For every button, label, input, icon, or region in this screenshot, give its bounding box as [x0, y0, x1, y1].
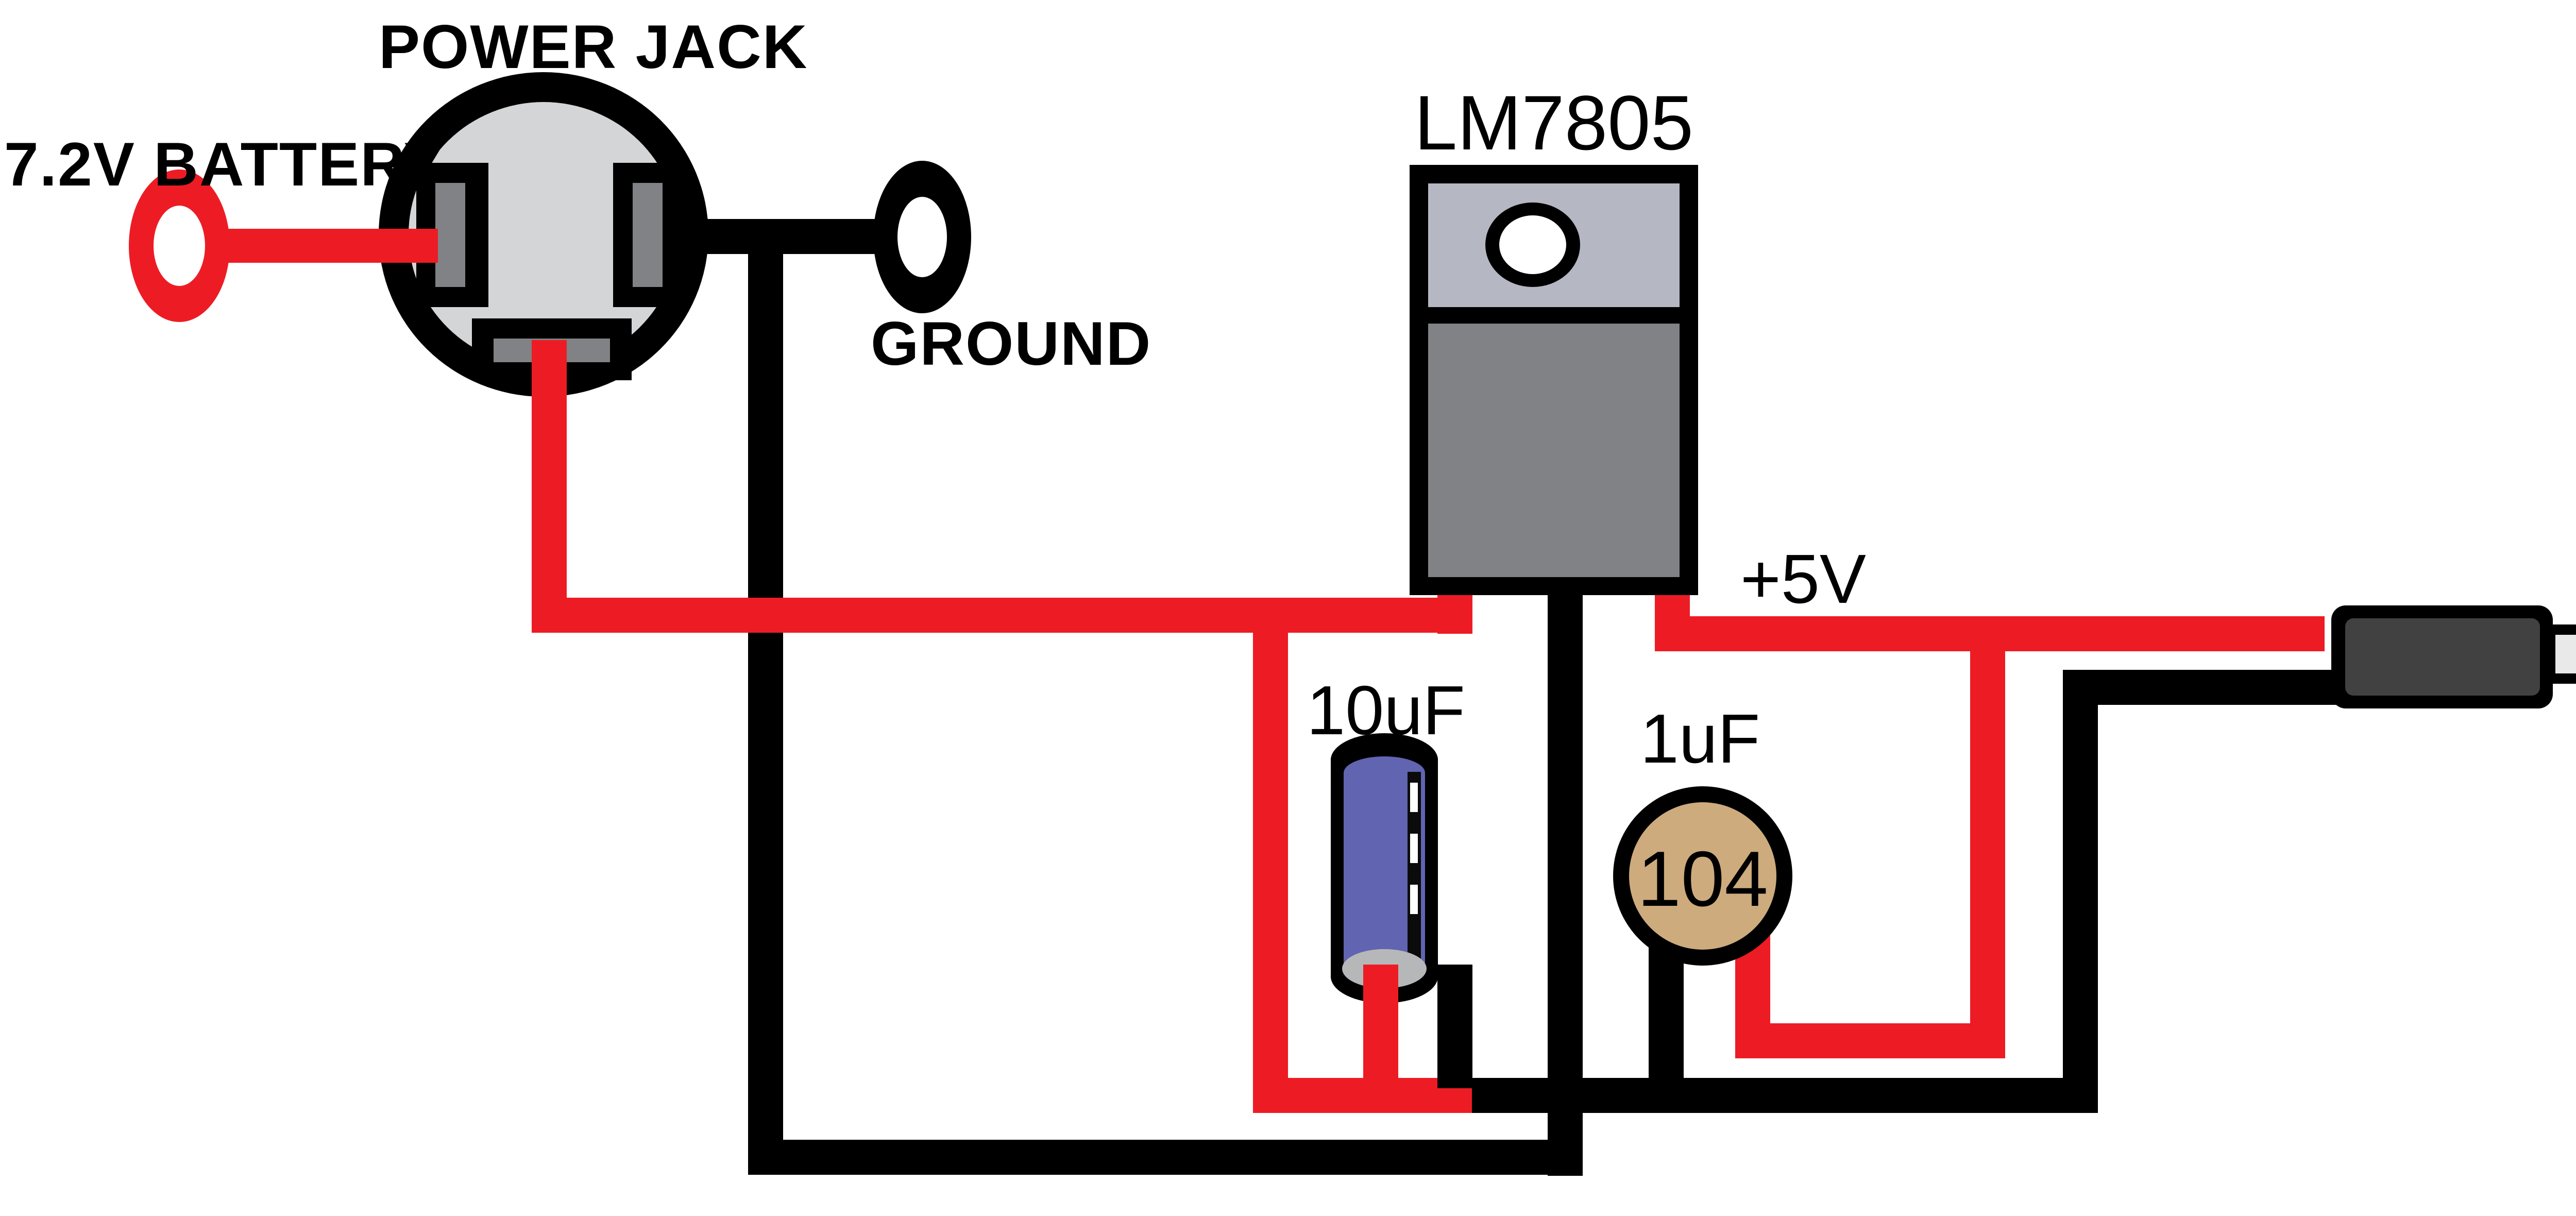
label-lm7805: LM7805 — [1414, 79, 1693, 166]
label-10uf: 10uF — [1307, 671, 1465, 749]
ground-ring-terminal[interactable] — [873, 161, 971, 313]
power-jack-component[interactable] — [379, 72, 708, 397]
power-jack-tab-right-insert — [633, 183, 663, 287]
wire-out5v-branch-down — [1970, 616, 2005, 1058]
wire-ground-bottom-bus — [748, 1140, 1583, 1175]
cap10uf-body-top — [1344, 756, 1425, 789]
wire-ground-mid-rail — [1386, 1078, 2097, 1113]
cap10uf-stripe-dash-2 — [1410, 834, 1418, 863]
wire-vin-branch-bottom — [1253, 1078, 1472, 1113]
wire-vin-branch-down — [1253, 598, 1288, 1113]
output-plug-pin — [2555, 635, 2576, 673]
label-battery: 7.2V BATTERY — [4, 130, 446, 199]
output-plug-component[interactable] — [2331, 605, 2576, 708]
wire-out5v-branch-bottom — [1735, 1023, 2005, 1058]
wire-ground-right-riser — [2063, 670, 2098, 1113]
cap10uf-lead-positive-overlay — [1363, 965, 1398, 1088]
cap1uf-code-text: 104 — [1637, 835, 1768, 923]
wire-layer-ground — [659, 219, 2424, 1176]
cap-1uf-component[interactable]: 104 — [1613, 786, 1792, 966]
wire-battery-lead-overlay — [361, 229, 438, 263]
wire-jack-switch-overlay — [532, 340, 567, 402]
lm7805-mounting-hole — [1499, 215, 1566, 274]
wire-ground-vertical-left — [748, 219, 783, 1175]
output-plug-shell-body — [2345, 618, 2540, 696]
battery-ring-hole — [154, 206, 205, 286]
ground-ring-hole — [897, 197, 947, 277]
label-ground: GROUND — [871, 309, 1151, 378]
label-plus-5v: +5V — [1740, 540, 1866, 618]
battery-ring-terminal[interactable] — [129, 170, 230, 322]
lm7805-component[interactable] — [1410, 165, 1698, 595]
cap10uf-stripe-dash-3 — [1410, 885, 1418, 914]
cap-10uf-component[interactable] — [1331, 733, 1438, 1003]
label-1uf: 1uF — [1640, 700, 1760, 778]
lm7805-body — [1428, 324, 1680, 577]
power-jack-tab-left-insert — [435, 183, 465, 287]
label-power-jack: POWER JACK — [379, 12, 808, 81]
wire-vin-rail — [532, 598, 1463, 633]
wire-regulator-gnd-pin — [1548, 593, 1583, 1082]
cap10uf-lead-negative-overlay — [1437, 965, 1472, 1088]
cap1uf-body — [1629, 802, 1776, 950]
cap10uf-stripe-dash-1 — [1410, 783, 1418, 812]
wire-vin-to-regulator-pin — [1437, 593, 1472, 634]
